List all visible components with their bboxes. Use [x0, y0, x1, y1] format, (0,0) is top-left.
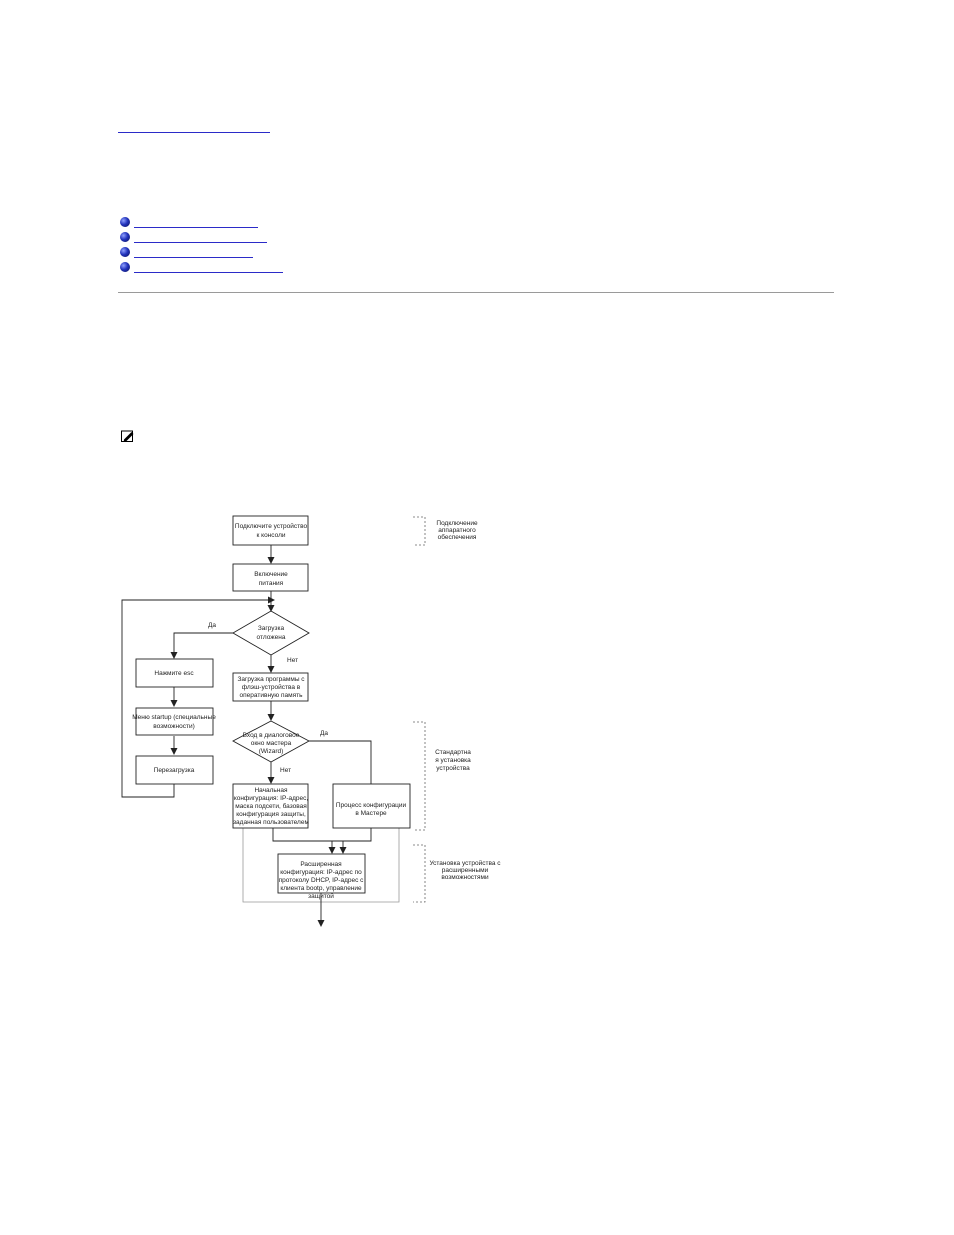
- flowchart-step-load-flash: [232, 672, 309, 702]
- bullet-icon: [120, 232, 130, 242]
- flowchart-label-no-wizard: Нет: [280, 767, 291, 774]
- flowchart-step-wizard-process: [332, 783, 411, 829]
- flowchart-step-connect: [232, 515, 309, 546]
- flowchart-label-no-boot: Нет: [287, 657, 298, 664]
- flowchart-step-reboot-text: Перезагрузка: [154, 767, 195, 774]
- bullet-icon: [120, 247, 130, 257]
- back-to-contents-link[interactable]: [118, 124, 270, 133]
- toc-link[interactable]: [134, 235, 267, 243]
- flowchart-step-press-esc: [135, 658, 214, 688]
- flowchart-decision-wizard: [232, 720, 310, 763]
- horizontal-divider: [118, 292, 834, 293]
- flowchart-step-initial-config: [232, 783, 309, 829]
- flowchart-step-press-esc-text: Нажмите esc: [154, 670, 194, 677]
- flowchart-step-reboot: [135, 755, 214, 785]
- note-pencil-icon: [121, 430, 134, 442]
- bracket-advanced: [413, 844, 426, 903]
- bullet-icon: [120, 217, 130, 227]
- toc-link[interactable]: [134, 220, 258, 228]
- toc-link[interactable]: [134, 265, 283, 273]
- flowchart-step-startup-menu: [135, 707, 214, 736]
- flowchart-step-power: [232, 563, 309, 592]
- toc-link[interactable]: [134, 250, 253, 258]
- bullet-icon: [120, 262, 130, 272]
- bracket-standard: [413, 721, 426, 831]
- flowchart-label-yes-left: Да: [208, 622, 216, 629]
- bracket-hardware: [413, 516, 426, 546]
- flowchart-step-advanced-config: [277, 853, 366, 894]
- flowchart-decision-boot: [232, 610, 310, 656]
- flowchart-label-yes-right: Да: [320, 730, 328, 737]
